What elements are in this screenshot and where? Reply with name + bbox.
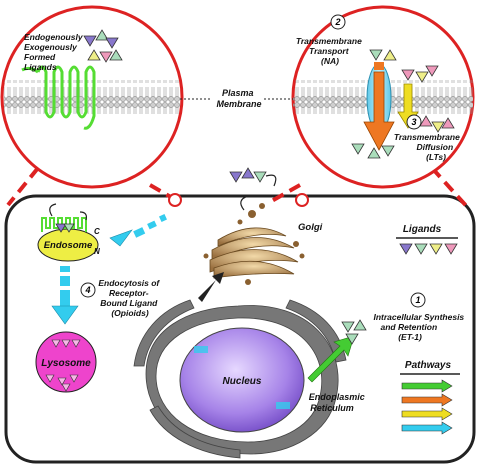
zoom-circle-left: Endogenously Exogenously Formed Ligands (0, 5, 184, 189)
step-3-badge (406, 114, 422, 130)
ligands-intracellular (341, 319, 367, 345)
nucleus: Nucleus (179, 327, 305, 433)
step-1-number: 1 (415, 295, 420, 305)
endosome-to-lysosome-arrow (51, 266, 79, 325)
legend-arrow-cyan (401, 421, 453, 435)
endoplasmic-reticulum (133, 299, 347, 459)
ligands-transport (351, 49, 397, 159)
legend-arrow-yellow (401, 407, 453, 421)
plasma-membrane-label: Plasma Membrane (216, 88, 261, 109)
endosome: Endosome C N (37, 203, 100, 262)
legend-ligands-title: Ligands (403, 224, 442, 235)
legend-pathways-title: Pathways (405, 360, 452, 371)
lysosome-label: Lysosome (41, 358, 91, 369)
zoom-circle-right: 2 Transmembrane Transport (NA) 3 Transme… (291, 5, 475, 189)
step-1-badge (410, 292, 426, 308)
zoom-origin-right (295, 193, 309, 207)
nucleus-label: Nucleus (223, 376, 262, 387)
ligand-cluster-left (83, 29, 123, 63)
receptor-7tm-left (36, 65, 96, 130)
transport-arrow (363, 71, 395, 151)
legend-arrow-green (401, 379, 453, 393)
step-4-number: 4 (84, 285, 90, 295)
golgi-label: Golgi (298, 222, 323, 233)
endocytosis-label: Endocytosis of Receptor- Bound Ligand (O… (98, 278, 161, 318)
legend-arrow-orange (401, 393, 453, 407)
transmembrane-transport-label: Transmembrane Transport (NA) (296, 36, 364, 66)
zoom-origin-left (168, 193, 182, 207)
endosome-label: Endosome (44, 240, 93, 251)
endocytosis-arrow-in (109, 214, 167, 247)
golgi-apparatus: Golgi (203, 195, 323, 285)
ligands-origin-label: Endogenously Exogenously Formed Ligands (24, 32, 85, 72)
legend-ligand-triangles (399, 243, 458, 255)
legend-pathway-arrows (401, 379, 453, 435)
step-2-badge (330, 14, 346, 30)
er-label: Endoplasmic Reticulum (309, 392, 368, 413)
receptor-n-label: N (94, 247, 100, 256)
legend-triangle-pink (444, 243, 458, 255)
legend-triangle-green (414, 243, 428, 255)
transmembrane-diffusion-label: Transmembrane Diffusion (LTs) (394, 132, 462, 162)
receptor-c-label: C (94, 227, 100, 236)
ligands-diffusion (401, 65, 455, 133)
extracellular-ligands (229, 167, 267, 183)
legend-triangle-purple (399, 243, 413, 255)
intracellular-synthesis-arrow (307, 335, 355, 383)
legend-pathways: Pathways (400, 360, 460, 435)
step-2-number: 2 (334, 17, 340, 27)
step-4-badge (80, 282, 96, 298)
plasma-membrane-left (4, 80, 180, 114)
legend-triangle-yellow (429, 243, 443, 255)
legend-ligands: Ligands (396, 224, 458, 255)
step-3-number: 3 (411, 117, 416, 127)
intracellular-label: Intracellular Synthesis and Retention (E… (373, 312, 466, 342)
lysosome: Lysosome (35, 331, 97, 393)
er-to-golgi-arrow (198, 272, 224, 302)
